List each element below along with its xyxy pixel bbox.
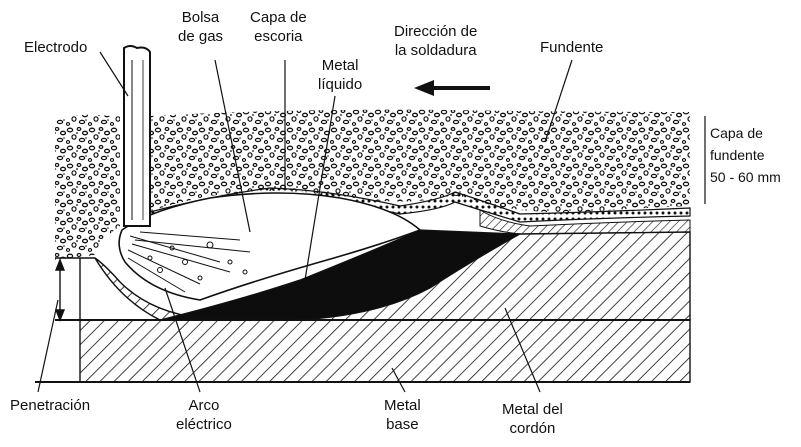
direction-label-line2: la soldadura bbox=[394, 41, 477, 60]
label-electrodo: Electrodo bbox=[24, 38, 87, 57]
flux-thickness-label-line1: Capa de bbox=[710, 122, 781, 144]
arc-label-line2: eléctrico bbox=[176, 415, 232, 434]
electrode-label: Electrodo bbox=[24, 38, 87, 57]
gas-pocket-label-line1: Bolsa bbox=[178, 8, 223, 27]
flux-thickness-label-line2: fundente bbox=[710, 144, 781, 166]
label-penetracion: Penetración bbox=[10, 396, 90, 415]
penetration-label: Penetración bbox=[10, 396, 90, 415]
base-metal-label-line1: Metal bbox=[384, 396, 421, 415]
weld-bead-label-line2: cordón bbox=[502, 419, 563, 438]
label-bolsa-de-gas: Bolsa de gas bbox=[178, 8, 223, 46]
molten-metal-label-line1: Metal bbox=[318, 56, 362, 75]
label-arco-electrico: Arco eléctrico bbox=[176, 396, 232, 434]
direction-label-line1: Dirección de bbox=[394, 22, 477, 41]
slag-label-line1: Capa de bbox=[250, 8, 307, 27]
base-metal-label-line2: base bbox=[384, 415, 421, 434]
base-metal bbox=[80, 320, 690, 382]
penetration-dimension bbox=[56, 260, 64, 320]
flux-thickness-value: 50 - 60 mm bbox=[710, 166, 781, 188]
label-metal-base: Metal base bbox=[384, 396, 421, 434]
molten-metal-label-line2: líquido bbox=[318, 75, 362, 94]
label-capa-de-fundente: Capa de fundente 50 - 60 mm bbox=[710, 122, 781, 188]
flux-layer bbox=[55, 115, 120, 260]
label-capa-de-escoria: Capa de escoria bbox=[250, 8, 307, 46]
label-fundente: Fundente bbox=[540, 38, 603, 57]
flux-label: Fundente bbox=[540, 38, 603, 57]
gas-pocket-label-line2: de gas bbox=[178, 27, 223, 46]
label-direccion: Dirección de la soldadura bbox=[394, 22, 477, 60]
arc-label-line1: Arco bbox=[176, 396, 232, 415]
label-metal-del-cordon: Metal del cordón bbox=[502, 400, 563, 438]
electrode bbox=[124, 46, 150, 226]
arrow-left-icon bbox=[414, 80, 490, 96]
label-metal-liquido: Metal líquido bbox=[318, 56, 362, 94]
slag-label-line2: escoria bbox=[250, 27, 307, 46]
weld-bead-label-line1: Metal del bbox=[502, 400, 563, 419]
